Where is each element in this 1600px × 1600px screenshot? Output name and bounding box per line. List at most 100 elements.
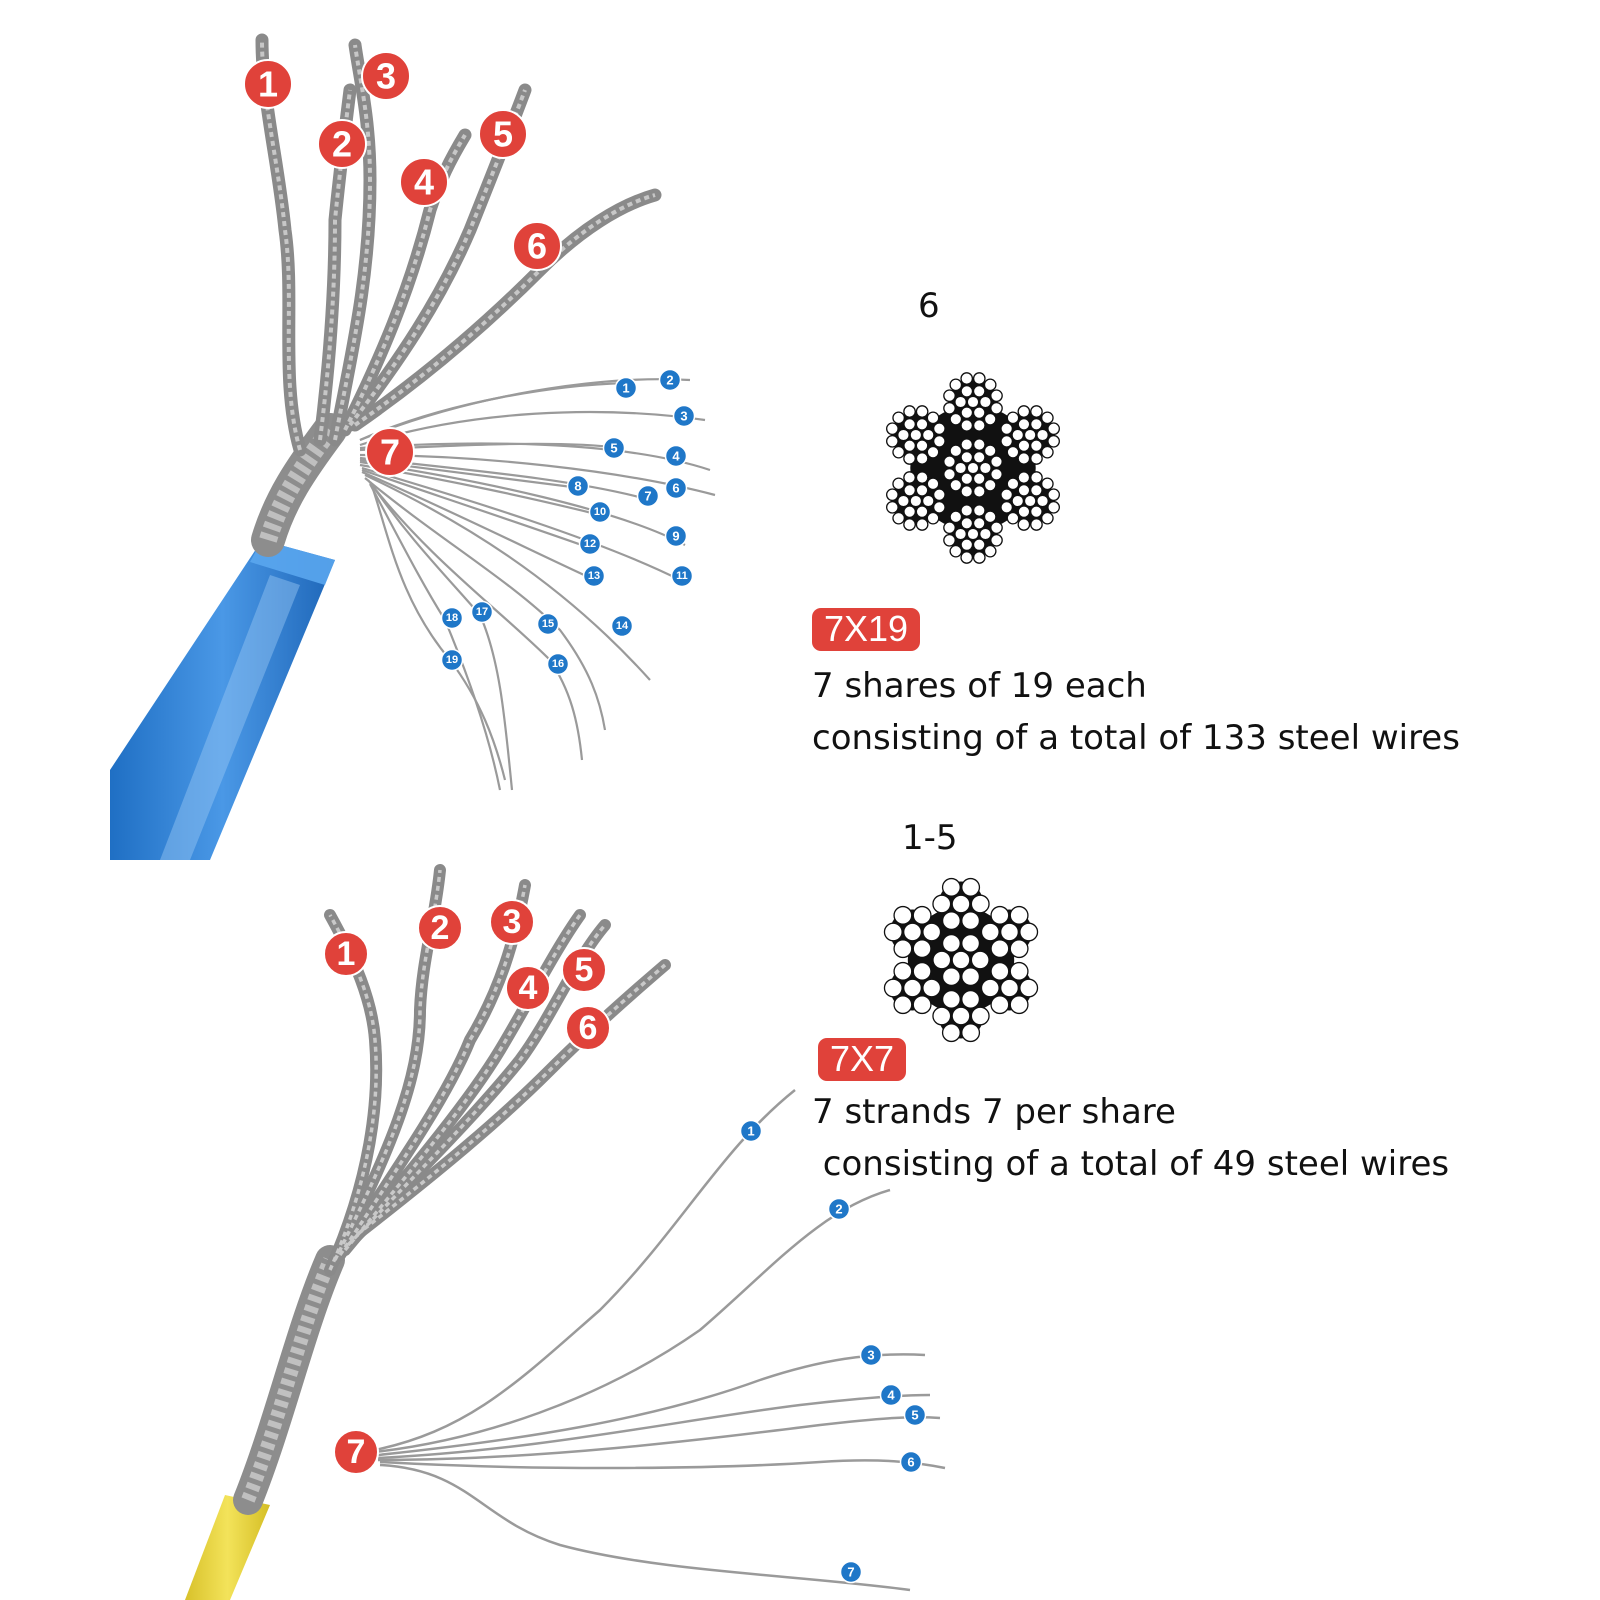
bottom-strand-badge-7-label: 7 [347, 1433, 366, 1471]
top-wire-badge-6-label: 6 [672, 481, 679, 496]
bottom-strand-badge-4-label: 4 [519, 969, 538, 1007]
bottom-wire-badges: 1 2 3 4 5 6 7 [739, 1119, 927, 1584]
top-sheath [110, 540, 335, 860]
top-wire-badge-13: 13 [582, 564, 606, 588]
cs19-strand-4 [943, 504, 1003, 564]
cs19-strand-1 [943, 372, 1003, 432]
top-strand-badge-3-label: 3 [376, 56, 396, 97]
bottom-strand-badge-1: 1 [323, 931, 369, 977]
cs7-strand-1 [932, 877, 990, 931]
top-wire-badge-4: 4 [664, 444, 688, 468]
top-wire-badge-8-label: 8 [574, 479, 581, 494]
bottom-strand-badge-2: 2 [417, 905, 463, 951]
top-wire-badge-1-label: 1 [622, 381, 629, 396]
top-wire-badge-12: 12 [578, 532, 602, 556]
top-strand-badge-7-label: 7 [380, 432, 400, 473]
top-wire-badge-14: 14 [610, 614, 634, 638]
cs19-strand-3 [1000, 471, 1060, 531]
bottom-wire-badge-5: 5 [903, 1403, 927, 1427]
top-wire-badge-1: 1 [614, 376, 638, 400]
top-strand-badge-1-label: 1 [258, 64, 278, 105]
bottom-wire-badge-7-label: 7 [847, 1565, 854, 1580]
cs7-strand-5 [883, 961, 942, 1015]
bottom-strand-badge-6-label: 6 [579, 1009, 598, 1047]
top-wire-badge-6: 6 [664, 476, 688, 500]
top-cross-section-title: 6 [918, 286, 940, 326]
cs19-strand-center [943, 438, 1003, 498]
top-strand-badge-2-label: 2 [332, 124, 352, 165]
bottom-wire-badge-4-label: 4 [887, 1388, 895, 1403]
bottom-strand-badge-3-label: 3 [503, 903, 522, 941]
top-wire-badge-16-label: 16 [552, 658, 564, 670]
top-strand-badge-6: 6 [512, 221, 562, 271]
bottom-sheath [185, 1495, 270, 1600]
top-description-line1: 7 shares of 19 each [812, 666, 1147, 706]
cs7-strand-center [932, 933, 990, 987]
bottom-wire-badge-7: 7 [839, 1560, 863, 1584]
bottom-strand-badge-2-label: 2 [431, 909, 450, 947]
cs7-strand-2 [980, 905, 1039, 959]
top-wire-badge-4-label: 4 [672, 449, 680, 464]
bottom-strand-badge-7: 7 [333, 1429, 379, 1475]
cross-section-7x19 [886, 372, 1060, 564]
bottom-type-badge: 7X7 [818, 1038, 907, 1081]
bottom-wire-badge-5-label: 5 [911, 1408, 918, 1423]
bottom-wire-badge-1-label: 1 [747, 1124, 754, 1139]
cs7-strand-6 [883, 905, 942, 959]
cross-section-7x7 [883, 877, 1039, 1043]
top-type-badge: 7X19 [812, 608, 921, 651]
top-wire-badge-7: 7 [636, 484, 660, 508]
top-wire-badge-9: 9 [664, 524, 688, 548]
top-wire-badge-3: 3 [672, 404, 696, 428]
bottom-wire-badge-2: 2 [827, 1197, 851, 1221]
bottom-strand-badge-6: 6 [565, 1005, 611, 1051]
top-strand-badge-1: 1 [243, 59, 293, 109]
top-wire-badge-16: 16 [546, 652, 570, 676]
bottom-strand-badge-5: 5 [561, 947, 607, 993]
bottom-wire-badge-6: 6 [899, 1450, 923, 1474]
top-wire-badge-10-label: 10 [594, 506, 606, 518]
top-wire-badge-12-label: 12 [584, 538, 596, 550]
top-wire-badge-7-label: 7 [644, 489, 651, 504]
bottom-wire-badge-2-label: 2 [835, 1202, 842, 1217]
bottom-strand-badge-1-label: 1 [337, 935, 356, 973]
bottom-cross-section-title: 1-5 [902, 818, 958, 858]
top-wire-badge-19-label: 19 [446, 654, 458, 666]
top-strand-badge-4: 4 [399, 157, 449, 207]
top-wire-badge-2-label: 2 [666, 373, 673, 388]
top-wire-badge-19: 19 [440, 648, 464, 672]
top-strand-badge-5: 5 [478, 109, 528, 159]
bottom-wire-badge-4: 4 [879, 1383, 903, 1407]
top-wire-badge-15: 15 [536, 612, 560, 636]
bottom-wire-badge-3: 3 [859, 1343, 883, 1367]
top-wire-badge-2: 2 [658, 368, 682, 392]
top-wire-badge-10: 10 [588, 500, 612, 524]
top-strand-badge-3: 3 [361, 51, 411, 101]
bottom-strand-badge-5-label: 5 [575, 951, 594, 989]
top-wire-badge-15-label: 15 [542, 618, 554, 630]
bottom-description-line1: 7 strands 7 per share [812, 1092, 1176, 1132]
top-wire-badge-11-label: 11 [676, 570, 688, 582]
top-wire-badge-9-label: 9 [672, 529, 679, 544]
top-wire-badge-14-label: 14 [616, 620, 629, 632]
cs7-strand-4 [932, 989, 990, 1043]
top-wire-badge-17-label: 17 [476, 606, 488, 618]
top-wire-badge-18: 18 [440, 606, 464, 630]
top-strand-badge-7: 7 [365, 427, 415, 477]
bottom-wire-badge-1: 1 [739, 1119, 763, 1143]
top-wire-badge-17: 17 [470, 600, 494, 624]
top-description-line2: consisting of a total of 133 steel wires [812, 718, 1460, 758]
top-wire-badge-13-label: 13 [588, 570, 600, 582]
top-wire-badge-5: 5 [602, 436, 626, 460]
bottom-strand-badge-4: 4 [505, 965, 551, 1011]
top-wire-badge-3-label: 3 [680, 409, 687, 424]
top-wire-badge-5-label: 5 [610, 441, 617, 456]
bottom-strand-badge-3: 3 [489, 899, 535, 945]
top-strand-badge-4-label: 4 [414, 162, 434, 203]
top-wire-badge-11: 11 [670, 564, 694, 588]
cs19-strand-5 [886, 471, 946, 531]
